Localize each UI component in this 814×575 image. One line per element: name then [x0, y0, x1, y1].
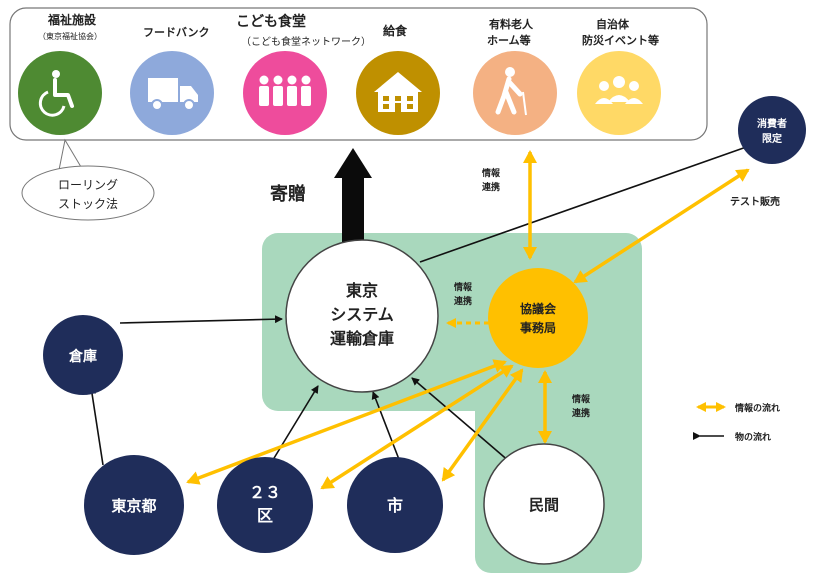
city-label: 市 [387, 496, 403, 515]
small-warehouse-label: 倉庫 [68, 348, 97, 365]
info-link-lower-2: 連携 [572, 407, 590, 419]
tokyo-node: 東京都 [84, 455, 184, 555]
people-group-icon [259, 75, 311, 106]
elderly-icon [495, 67, 527, 116]
small-warehouse-node: 倉庫 [43, 315, 123, 395]
recipient-elderly-label-2: ホーム等 [487, 33, 531, 47]
tokyo-label: 東京都 [111, 497, 156, 515]
council-line-2: 事務局 [520, 320, 556, 335]
donation-arrow [334, 148, 372, 245]
recipient-school-lunch: 給食 [356, 23, 440, 135]
limited-line-1: 消費者 [757, 117, 787, 130]
limited-line-2: 限定 [762, 132, 782, 145]
info-link-middle-1: 情報 [453, 281, 473, 293]
recipient-foodbank: フードバンク [130, 26, 214, 135]
arrow-tokyo-to-small-warehouse [88, 386, 104, 466]
info-link-middle-2: 連携 [454, 295, 472, 307]
rolling-stock-callout: ローリング ストック法 [21, 138, 155, 221]
callout-line-2: ストック法 [58, 197, 118, 211]
recipient-elderly-home: 有料老人 ホーム等 [473, 17, 557, 135]
wheelchair-icon [38, 70, 74, 117]
recipient-kids-sublabel: （こども食堂ネットワーク） [241, 35, 371, 48]
recipient-foodbank-label: フードバンク [143, 26, 210, 39]
recipient-municipality: 自治体 防災イベント等 [577, 17, 661, 135]
info-link-lower-1: 情報 [571, 393, 591, 405]
meeting-icon [595, 76, 643, 104]
private-label: 民間 [529, 496, 559, 514]
callout-line-1: ローリング [58, 178, 118, 192]
council-line-1: 協議会 [520, 301, 557, 316]
recipient-welfare-label: 福祉施設 [47, 12, 97, 27]
recipient-welfare: 福祉施設 （東京福祉協会） [18, 12, 102, 135]
recipient-kids-label: こども食堂 [236, 13, 306, 30]
legend-info-label: 情報の流れ [734, 402, 780, 414]
info-link-top-1: 情報 [481, 167, 501, 179]
center-warehouse-node: 東京 システム 運輸倉庫 [285, 239, 439, 393]
limited-node: 消費者 限定 [738, 96, 806, 164]
info-link-top-2: 連携 [482, 181, 500, 193]
legend: 情報の流れ 物の流れ [693, 402, 780, 443]
truck-icon [148, 78, 198, 111]
center-warehouse-line-3: 運輸倉庫 [330, 329, 394, 348]
legend-goods-label: 物の流れ [735, 431, 771, 443]
wards-line-2: 区 [257, 506, 273, 525]
private-node: 民間 [483, 443, 605, 565]
recipient-lunch-label: 給食 [383, 23, 408, 38]
arrow-small-warehouse-to-center [119, 315, 283, 324]
wards-node: ２３ 区 [217, 457, 313, 553]
council-node: 協議会 事務局 [488, 268, 588, 368]
recipient-municipality-label: 自治体 [596, 17, 630, 31]
donation-label: 寄贈 [270, 183, 306, 205]
recipient-welfare-sublabel: （東京福祉協会） [38, 31, 102, 41]
center-warehouse-line-2: システム [330, 305, 394, 324]
center-warehouse-line-1: 東京 [346, 281, 378, 300]
recipient-elderly-label: 有料老人 [489, 17, 534, 31]
city-node: 市 [347, 457, 443, 553]
school-icon [374, 72, 422, 112]
wards-line-1: ２３ [249, 483, 281, 502]
test-sale-label: テスト販売 [730, 195, 780, 208]
arrow-council-to-city [441, 368, 524, 482]
recipient-municipality-label-2: 防災イベント等 [582, 33, 659, 47]
info-flow-arrows [186, 150, 750, 490]
arrow-council-to-limited [573, 168, 750, 284]
recipient-kids-cafeteria: こども食堂 （こども食堂ネットワーク） [236, 13, 371, 135]
